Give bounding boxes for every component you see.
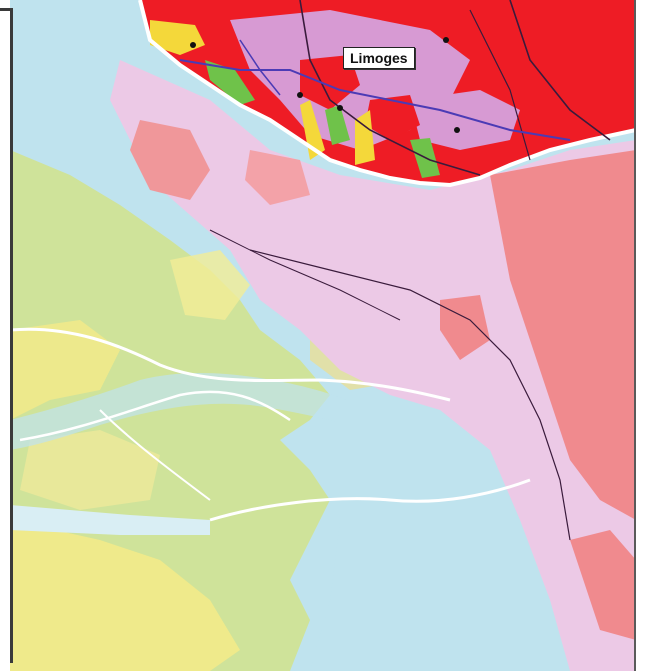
granite-salmon [570, 530, 636, 640]
gneiss-inlier [410, 90, 520, 150]
map-canvas [10, 0, 636, 671]
marl-patch [170, 250, 250, 320]
town-dot [297, 92, 303, 98]
town-dot [454, 127, 460, 133]
town-dot [443, 37, 449, 43]
river [209, 478, 531, 522]
lens-green [325, 105, 350, 145]
river [10, 327, 451, 402]
city-label-limoges[interactable]: Limoges [343, 47, 415, 69]
marl-patch [20, 430, 160, 510]
frame-right-border [634, 0, 636, 671]
valley [10, 505, 210, 535]
river [99, 409, 211, 501]
geologic-map[interactable] [10, 0, 636, 671]
fault-line [249, 249, 571, 541]
river [19, 390, 291, 442]
lens-green [205, 60, 255, 105]
road [179, 59, 571, 141]
granite-red [365, 95, 420, 140]
marl-patch [10, 520, 240, 671]
marl-patch [10, 320, 120, 420]
road [239, 39, 281, 96]
fault-line [209, 229, 401, 321]
fault-line [299, 0, 481, 176]
fault-line [469, 9, 531, 161]
granite-salmon [245, 150, 310, 205]
granite-salmon [130, 120, 210, 200]
lens-yellow [300, 100, 325, 160]
granite-salmon [490, 150, 636, 520]
alluvium-east [310, 400, 570, 671]
valley [10, 373, 370, 450]
frame-left-border [10, 8, 13, 663]
town-dot [190, 42, 196, 48]
frame-tick [0, 8, 13, 11]
lens-yellow [355, 110, 375, 165]
town-dot [337, 105, 343, 111]
massif-boundary [138, 0, 636, 188]
fault-line [509, 0, 611, 141]
